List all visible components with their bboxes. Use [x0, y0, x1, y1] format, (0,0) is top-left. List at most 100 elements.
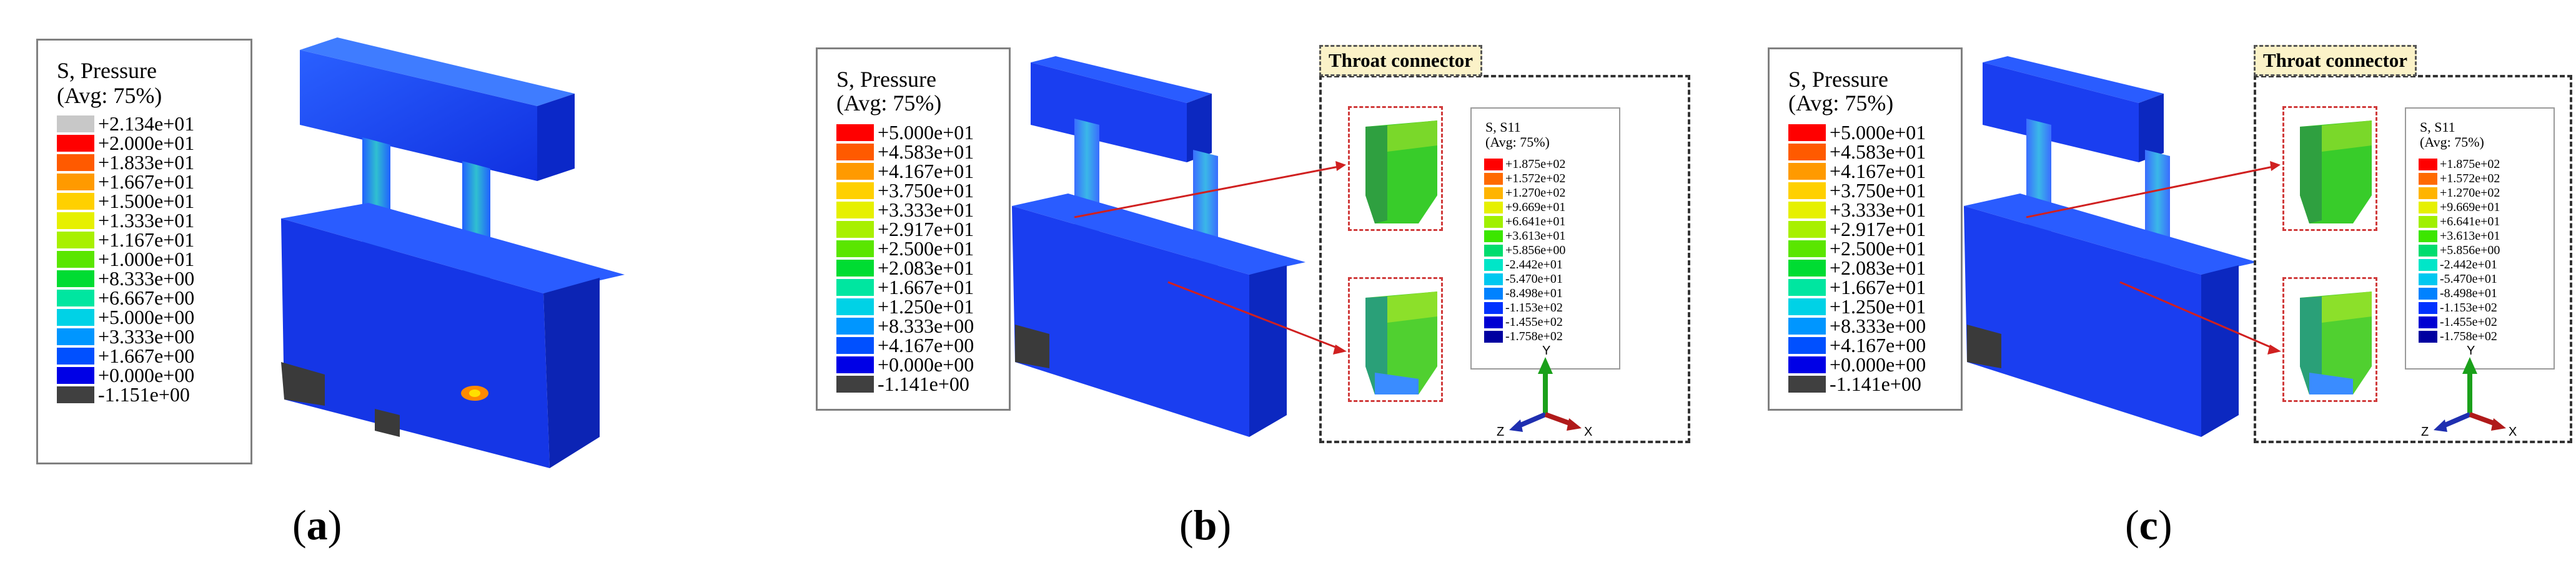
s11-legend-label: +3.613e+01	[1505, 229, 1566, 243]
s11-legend-label: -1.758e+02	[2440, 330, 2497, 343]
legend-title: S, Pressure	[836, 67, 936, 92]
s11-legend-swatch	[1484, 288, 1503, 300]
legend-row: -1.141e+00	[1788, 374, 1921, 394]
s11-legend-swatch	[1484, 187, 1503, 199]
legend-swatch	[57, 135, 94, 152]
legend-label: +6.667e+00	[98, 287, 195, 309]
bottom-beam	[1012, 193, 1305, 275]
legend-swatch	[836, 124, 874, 141]
legend-swatch	[57, 193, 94, 210]
s11-legend-row: -2.442e+01	[1484, 258, 1563, 272]
legend-row: +0.000e+00	[1788, 353, 1926, 376]
legend-label: +5.000e+01	[1830, 121, 1926, 144]
legend-row: +4.583e+01	[1788, 142, 1926, 162]
legend-label: +8.333e+00	[98, 267, 195, 290]
legend-swatch	[836, 279, 874, 296]
legend-row: +2.500e+01	[1788, 238, 1926, 258]
bottom-beam	[1964, 193, 2257, 275]
caption-b: (b)	[1179, 501, 1232, 549]
detail-box-upper	[1348, 106, 1443, 231]
s11-legend-label: +1.572e+02	[1505, 172, 1566, 185]
legend-row: +1.667e+01	[836, 277, 974, 297]
s11-legend-label: -1.455e+02	[1505, 315, 1563, 329]
contour-model	[1964, 56, 2257, 437]
top-beam	[1031, 56, 1212, 103]
s11-legend-swatch	[1484, 173, 1503, 185]
legend-swatch	[1788, 163, 1826, 180]
legend-row: +2.000e+01	[57, 133, 194, 153]
legend-row: +3.333e+00	[57, 326, 194, 346]
s11-legend-swatch	[1484, 259, 1503, 271]
legend-swatch	[836, 376, 874, 393]
legend-swatch	[1788, 260, 1826, 277]
s11-legend-row: +9.669e+01	[2419, 200, 2500, 214]
legend-swatch	[1788, 298, 1826, 315]
throat-connector-tag: Throat connector	[2254, 45, 2417, 76]
s11-legend-label: +9.669e+01	[1505, 200, 1566, 214]
legend-subtitle: (Avg: 75%)	[1788, 91, 1894, 115]
legend-swatch	[57, 328, 94, 345]
pressure-legend: S, Pressure (Avg: 75%) +5.000e+01+4.583e…	[1768, 47, 1963, 411]
legend-label: +0.000e+00	[98, 364, 195, 386]
legend-label: +2.917e+01	[878, 218, 974, 240]
s11-legend-label: +1.875e+02	[1505, 157, 1566, 171]
callout-arrows	[1074, 161, 1347, 355]
s11-legend-row: +5.856e+00	[2419, 244, 2500, 257]
legend-label: +2.083e+01	[878, 257, 974, 279]
s11-legend-label: -8.498e+01	[2440, 287, 2497, 300]
legend-row: +1.667e+01	[1788, 277, 1926, 297]
legend-label: +1.500e+01	[98, 190, 195, 212]
s11-legend-row: +3.613e+01	[1484, 230, 1565, 242]
legend-swatch	[1788, 202, 1826, 218]
legend-row: +3.333e+01	[1788, 200, 1926, 220]
s11-legend-row: -1.758e+02	[2419, 330, 2497, 343]
s11-legend-label: -2.442e+01	[1505, 258, 1563, 272]
legend-swatch	[57, 174, 94, 190]
contour-model	[281, 37, 625, 468]
s11-legend-swatch	[2419, 331, 2437, 343]
s11-legend-swatch	[1484, 230, 1503, 242]
axis-label-x: X	[1584, 425, 1592, 439]
s11-legend-row: -8.498e+01	[2419, 287, 2497, 300]
panel-b: S, Pressure (Avg: 75%) +5.000e+01+4.583e…	[812, 0, 1690, 578]
legend-swatch	[1788, 356, 1826, 373]
legend-label: +3.333e+01	[878, 198, 974, 221]
legend-swatch	[1788, 376, 1826, 393]
s11-legend-row: +1.572e+02	[1484, 172, 1566, 185]
s11-legend-row: -1.455e+02	[2419, 316, 2497, 328]
legend-label: +4.167e+01	[1830, 160, 1926, 182]
s11-legend-swatch	[2419, 159, 2437, 170]
s11-legend-row: +6.641e+01	[2419, 215, 2500, 228]
s11-legend-label: +6.641e+01	[1505, 215, 1566, 228]
s11-legend-label: +5.856e+00	[1505, 243, 1566, 257]
legend-row: +8.333e+00	[57, 267, 195, 290]
s11-legend-label: +6.641e+01	[2440, 215, 2500, 228]
legend-row: +2.917e+01	[836, 218, 974, 240]
s11-legend-label: -1.153e+02	[1505, 301, 1563, 315]
legend-label: -1.141e+00	[878, 373, 969, 395]
legend-label: +8.333e+00	[1830, 315, 1926, 337]
s11-legend-subtitle: (Avg: 75%)	[1485, 134, 1550, 150]
s11-legend-label: +1.875e+02	[2440, 157, 2500, 171]
s11-legend-swatch	[2419, 230, 2437, 242]
legend-label: +0.000e+00	[1830, 353, 1926, 376]
s11-legend-row: -5.470e+01	[2419, 273, 2497, 285]
s11-legend-row: +1.875e+02	[1484, 157, 1566, 171]
legend-swatch	[1788, 318, 1826, 335]
s11-legend-subtitle: (Avg: 75%)	[2420, 134, 2484, 150]
legend-row: +4.167e+00	[836, 335, 974, 355]
legend-swatch	[1788, 279, 1826, 296]
legend-swatch	[836, 356, 874, 373]
legend-swatch	[57, 154, 94, 171]
legend-row: +1.000e+01	[57, 249, 194, 269]
legend-row: +2.083e+01	[836, 257, 974, 279]
legend-row: +2.083e+01	[1788, 258, 1926, 278]
panel-a: S, Pressure (Avg: 75%) +2.134e+01+2.000e…	[0, 0, 625, 578]
legend-swatch	[57, 290, 94, 306]
s11-legend-row: +1.875e+02	[2419, 157, 2500, 171]
legend-row: +1.833e+01	[57, 152, 194, 172]
legend-row: +1.667e+01	[57, 172, 194, 192]
s11-legend-label: +9.669e+01	[2440, 200, 2500, 214]
s11-legend-swatch	[2419, 187, 2437, 199]
bottom-beam	[281, 203, 625, 293]
